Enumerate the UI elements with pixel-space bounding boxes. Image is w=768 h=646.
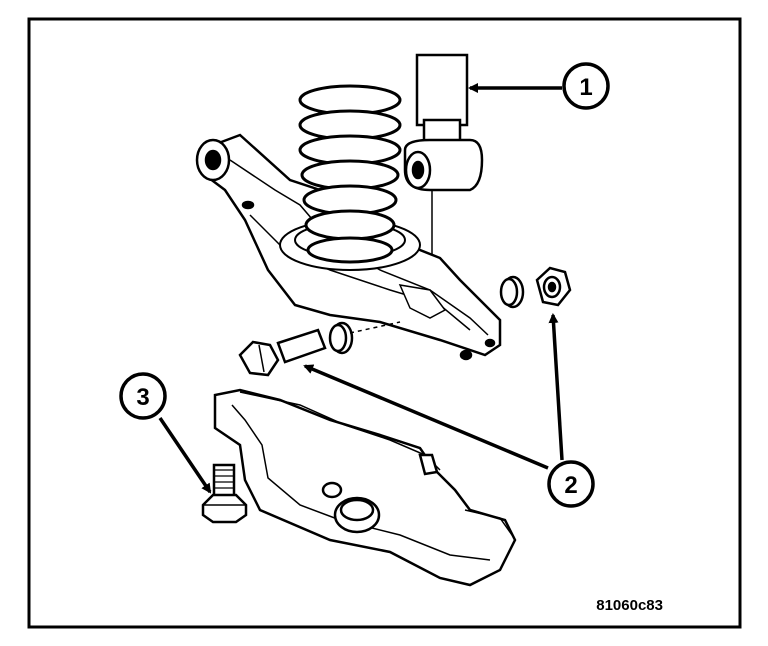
leader-arrows bbox=[158, 83, 564, 494]
flange-nut bbox=[535, 266, 572, 307]
arrow-callout-2-bolt bbox=[303, 364, 549, 470]
callout-1: 1 bbox=[562, 62, 610, 110]
arrow-callout-2-nut bbox=[548, 313, 564, 461]
callout-3: 3 bbox=[119, 372, 167, 420]
callout-2-label: 2 bbox=[564, 472, 577, 499]
callout-2: 2 bbox=[547, 460, 595, 508]
splash-shield-bolt bbox=[201, 463, 248, 524]
arrow-callout-3 bbox=[158, 417, 212, 494]
pivot-bolt bbox=[238, 321, 401, 377]
callout-3-label: 3 bbox=[136, 384, 149, 411]
coil-spring bbox=[298, 84, 402, 264]
shock-absorber bbox=[403, 53, 484, 300]
washer-rear bbox=[499, 275, 525, 309]
callout-1-label: 1 bbox=[579, 74, 592, 101]
figure-id: 81060c83 bbox=[596, 597, 663, 614]
splash-shield bbox=[213, 388, 517, 587]
washer-front bbox=[328, 321, 354, 355]
